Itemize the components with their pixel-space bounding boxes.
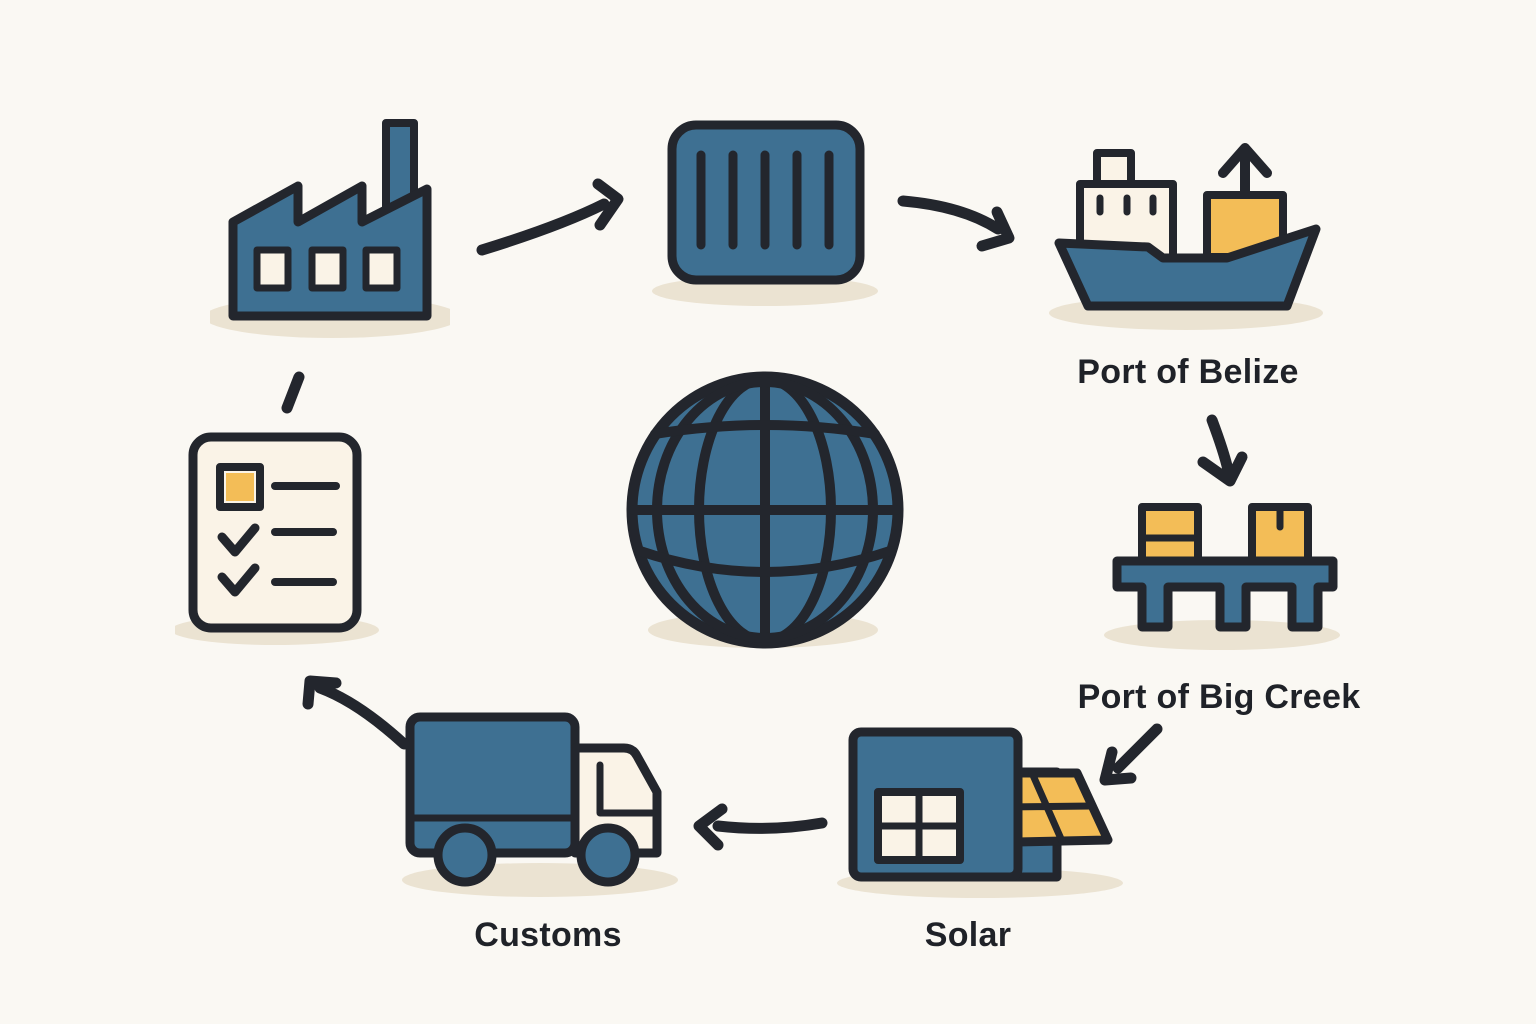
- arrow-solar-to-truck: [693, 803, 828, 851]
- solar-window-cross: [874, 788, 964, 864]
- arrow-belize-to-bigcreek: [1197, 414, 1248, 487]
- truck-wheel: [433, 823, 497, 887]
- shipping-container-icon: [652, 120, 878, 306]
- factory-window: [253, 246, 292, 292]
- dock-crates-icon: [1104, 503, 1340, 650]
- checkmark-icon: [217, 523, 260, 557]
- arrow-truck-to-checklist: [302, 675, 410, 750]
- dock-platform: [1112, 556, 1338, 632]
- globe-parallel: [650, 420, 880, 439]
- checkbox-fill: [226, 473, 254, 501]
- label-port-of-big-creek: Port of Big Creek: [1077, 678, 1361, 716]
- delivery-truck-icon: [402, 712, 678, 897]
- checklist-icon: [175, 432, 379, 645]
- ship-hull: [1054, 224, 1321, 311]
- checkmark-icon: [217, 563, 260, 597]
- arrow-checklist-to-factory: [281, 371, 305, 414]
- crate: [1138, 503, 1202, 565]
- factory-window: [308, 246, 347, 292]
- arrow-factory-to-container: [476, 178, 624, 256]
- solar-building-icon: [837, 727, 1123, 898]
- truck-cab-window: [596, 761, 656, 817]
- label-customs: Customs: [474, 916, 622, 954]
- ship-cabin-windows: [1096, 194, 1157, 216]
- label-port-of-belize: Port of Belize: [1077, 353, 1299, 391]
- cargo-ship-icon: [1049, 143, 1323, 330]
- container-ribs: [696, 150, 834, 250]
- arrow-container-to-ship: [897, 195, 1015, 252]
- globe-icon: [626, 371, 904, 649]
- arrow-bigcreek-to-solar: [1099, 723, 1163, 786]
- factory-window: [362, 246, 401, 292]
- truck-wheel: [576, 823, 640, 887]
- factory-icon: [210, 119, 450, 338]
- globe-parallel: [635, 546, 895, 577]
- label-solar: Solar: [924, 916, 1012, 954]
